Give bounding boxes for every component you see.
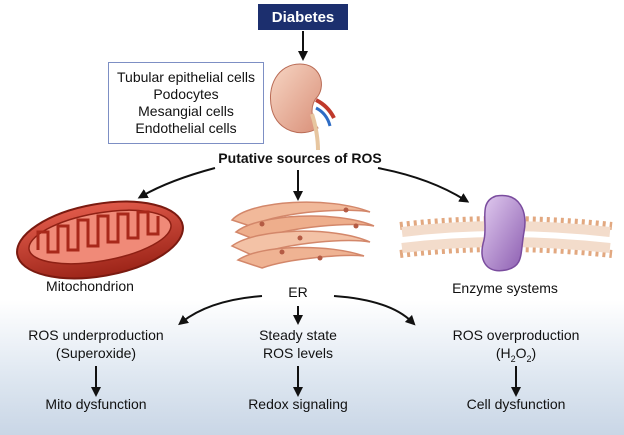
outcome-overproduction: ROS overproduction (H2O2) — [453, 326, 580, 368]
underproduction-line2: (Superoxide) — [55, 345, 137, 361]
cell-dysfunction-label: Cell dysfunction — [466, 396, 566, 412]
arrow-to-enzyme — [377, 167, 470, 203]
outcome-steady-state: Steady state ROS levels — [259, 326, 337, 362]
enzyme-systems-label: Enzyme systems — [452, 280, 558, 296]
cell-type-podocytes: Podocytes — [153, 86, 219, 102]
mitochondrion-label: Mitochondrion — [46, 278, 134, 294]
cell-type-endothelial: Endothelial cells — [135, 120, 237, 136]
steady-state-line2: ROS levels — [262, 345, 334, 361]
arrow-to-overproduction — [333, 295, 416, 326]
er-label: ER — [288, 284, 308, 300]
overproduction-line1: ROS overproduction — [452, 327, 580, 343]
cell-type-tubular: Tubular epithelial cells — [117, 69, 255, 85]
outcome-underproduction: ROS underproduction (Superoxide) — [28, 326, 163, 362]
redox-signaling-label: Redox signaling — [248, 396, 348, 412]
mito-dysfunction-label: Mito dysfunction — [45, 396, 147, 412]
er-icon — [230, 201, 375, 269]
underproduction-line1: ROS underproduction — [28, 327, 164, 343]
cell-types-box: Tubular epithelial cells Podocytes Mesan… — [108, 62, 264, 144]
kidney-icon — [270, 63, 336, 151]
cell-type-mesangial: Mesangial cells — [138, 103, 234, 119]
arrow-to-underproduction — [178, 295, 263, 326]
mitochondrion-icon — [16, 200, 184, 280]
arrow-to-mitochondrion — [137, 167, 216, 199]
diabetes-title: Diabetes — [258, 4, 348, 30]
putative-sources-label: Putative sources of ROS — [218, 150, 382, 166]
membrane-enzyme-icon — [399, 194, 613, 272]
overproduction-line2: (H2O2) — [495, 345, 537, 364]
steady-state-line1: Steady state — [259, 327, 337, 343]
